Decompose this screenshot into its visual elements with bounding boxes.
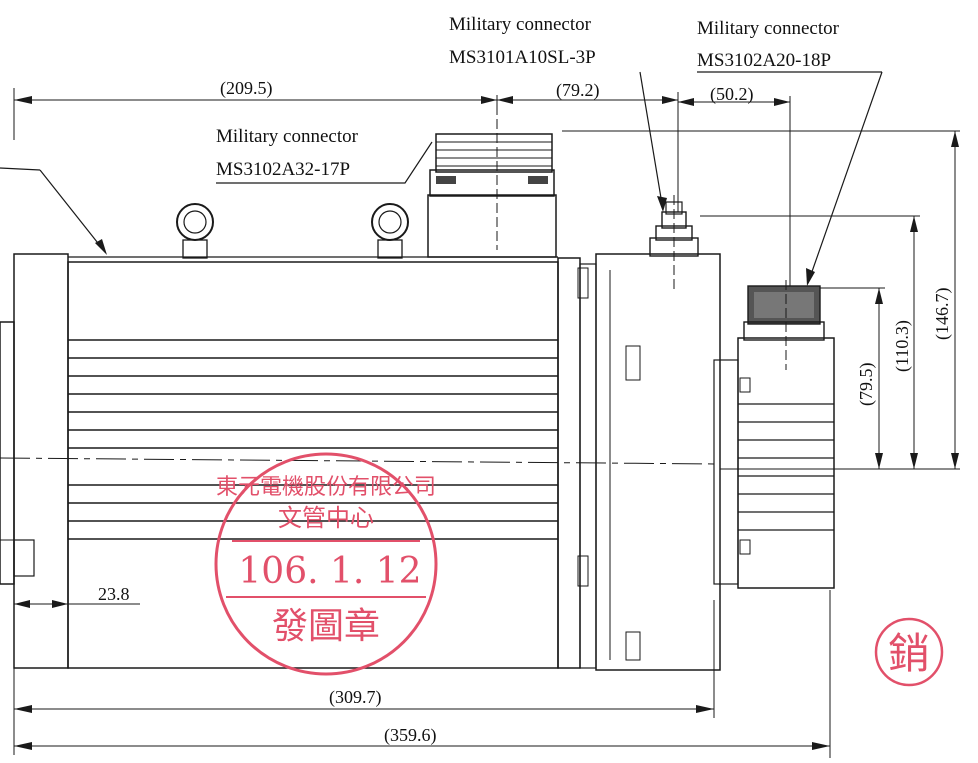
stamp-title: 發圖章 [272, 606, 380, 647]
connector-1-title: Military connector [449, 14, 592, 35]
connector-3-title: Military connector [216, 126, 359, 147]
approval-stamp: 東元電機股份有限公司 文管中心 106. 1. 12 發圖章 [214, 452, 438, 676]
connector-1-part: MS3101A10SL-3P [449, 47, 596, 68]
leader-connector-1 [639, 71, 664, 211]
dim-146-7: (146.7) [932, 288, 953, 341]
dim-50-2: (50.2) [710, 84, 754, 105]
dim-79-5: (79.5) [856, 363, 877, 407]
dim-23-8: 23.8 [98, 584, 130, 604]
connector-2-title: Military connector [697, 18, 840, 39]
stamp-date: 106. 1. 12 [238, 551, 421, 592]
stamp-department: 文管中心 [278, 504, 374, 532]
connector-2-part: MS3102A20-18P [697, 50, 831, 71]
cancel-seal: 銷 [874, 617, 944, 687]
leader-body [39, 169, 106, 253]
dim-209-5: (209.5) [220, 78, 273, 99]
stamp-company: 東元電機股份有限公司 [216, 475, 436, 500]
small-connector [649, 195, 699, 290]
leader-connector-2 [807, 71, 883, 284]
dim-359-6: (359.6) [384, 725, 437, 746]
large-connector [427, 105, 557, 258]
motor-body [0, 253, 835, 671]
connector-3-part: MS3102A32-17P [216, 159, 350, 180]
dim-79-2: (79.2) [556, 80, 600, 101]
medium-connector [743, 280, 825, 370]
dim-110-3: (110.3) [892, 320, 913, 372]
dim-309-7: (309.7) [329, 687, 382, 708]
seal-char: 銷 [888, 629, 930, 678]
eye-bolts [176, 203, 409, 259]
